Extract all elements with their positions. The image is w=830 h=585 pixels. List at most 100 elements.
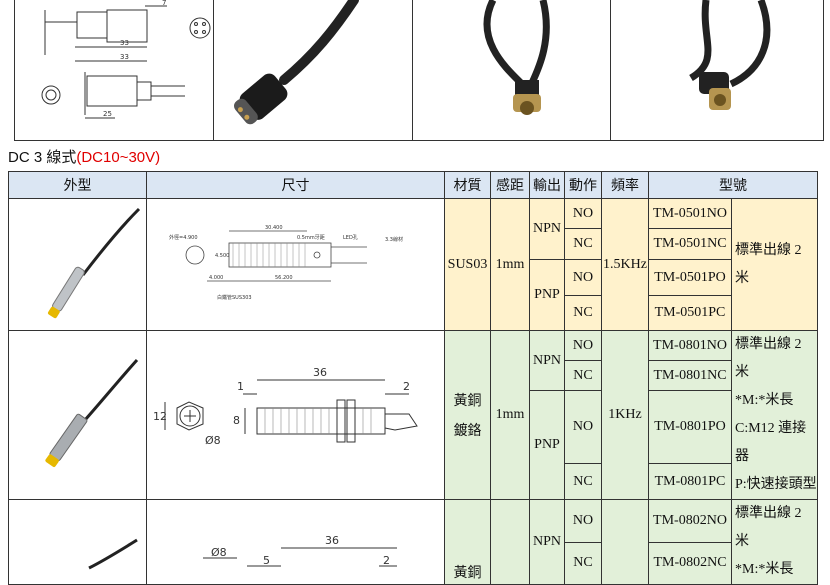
- dim-label: 7: [162, 0, 166, 7]
- model-cell: TM-0802NO: [648, 499, 732, 543]
- action-cell: NO: [564, 259, 602, 296]
- distance-cell: 1mm: [490, 330, 530, 500]
- action-cell: NO: [564, 330, 602, 361]
- dim-label: 33: [120, 53, 129, 61]
- output-cell: NPN: [529, 198, 565, 260]
- output-cell: PNP: [529, 259, 565, 331]
- dim-label: 4.000: [209, 275, 223, 281]
- note-line: C:M12 連接器: [735, 421, 807, 464]
- model-cell: TM-0801NC: [648, 360, 732, 391]
- dim-label: 33: [120, 39, 129, 47]
- connector-drawing-cell: 7 33 33 25: [15, 0, 214, 140]
- header-output: 輸出: [529, 171, 565, 199]
- note-line: P:快速接頭型: [735, 477, 817, 492]
- note-cell: 標準出線 2 米: [731, 198, 818, 331]
- action-cell: NO: [564, 499, 602, 543]
- action-cell: NO: [564, 198, 602, 229]
- header-material: 材質: [444, 171, 491, 199]
- table-row: Ø8 36 5 2 黃銅 NPN NO TM-0802NO 標準出線 2 米 *…: [8, 499, 818, 585]
- sensor-photo: [8, 499, 147, 585]
- output-cell: NPN: [529, 330, 565, 391]
- frequency-cell: 1KHz: [601, 330, 649, 500]
- note-line: 標準出線 2 米: [735, 242, 802, 286]
- dim-label: 5: [263, 554, 270, 567]
- dim-label: 12: [153, 410, 167, 423]
- dim-label: 2: [383, 554, 390, 567]
- action-cell: NO: [564, 390, 602, 464]
- material-cell: 黃銅: [444, 499, 491, 585]
- material-cell: SUS03: [444, 198, 491, 331]
- note-line: *M:*米長: [735, 562, 794, 577]
- dim-label: 2: [403, 380, 410, 393]
- sensor-photo: [8, 198, 147, 331]
- header-action: 動作: [564, 171, 602, 199]
- header-appearance: 外型: [8, 171, 147, 199]
- table-row: PNP NO TM-0501PO: [9, 259, 818, 331]
- model-cell: TM-0801NO: [648, 330, 732, 361]
- female-connector-photo: [413, 0, 612, 140]
- note-line: 標準出線 2 米: [735, 337, 802, 380]
- dim-label: 白鐵管SUS303: [217, 294, 252, 301]
- dimension-drawing: Ø8 36 5 2: [146, 499, 445, 585]
- model-cell: TM-0801PC: [648, 463, 732, 500]
- connector-dimension-drawing: 7 33 33 25: [41, 0, 211, 119]
- dim-label: 36: [313, 366, 327, 379]
- dim-label: 3.3線材: [385, 236, 403, 243]
- male-connector-photo: [214, 0, 413, 140]
- frequency-cell: [601, 499, 649, 585]
- action-cell: NC: [564, 295, 602, 331]
- top-image-strip: 7 33 33 25: [14, 0, 824, 141]
- note-cell: 標準出線 2 米 *M:*米長 C:M12 連接器 P:快速接頭型: [731, 330, 818, 500]
- distance-cell: 1mm: [490, 198, 530, 331]
- material-line: 黃銅: [453, 566, 482, 581]
- table-header-row: 外型 尺寸 材質 感距 輸出 動作 頻率 型號: [8, 171, 818, 199]
- note-cell: 標準出線 2 米 *M:*米長: [731, 499, 818, 585]
- table-row: NC TM-0801PC: [9, 463, 818, 500]
- model-cell: TM-0501PC: [648, 295, 732, 331]
- action-cell: NC: [564, 541, 602, 585]
- angled-connector-photo: [611, 0, 823, 140]
- material-line: 黃銅: [453, 394, 482, 409]
- dim-label: 外徑=4.900: [169, 234, 198, 241]
- frequency-cell: 1.5KHz: [601, 198, 649, 331]
- dim-label: LED孔: [343, 234, 358, 241]
- model-cell: TM-0501NC: [648, 228, 732, 260]
- dim-label: 25: [103, 110, 112, 118]
- section-voltage: (DC10~30V): [76, 149, 161, 166]
- action-cell: NC: [564, 228, 602, 260]
- dim-label: 4.500: [215, 253, 229, 259]
- dim-label: 30.400: [265, 225, 283, 231]
- output-cell: PNP: [529, 390, 565, 500]
- model-cell: TM-0501NO: [648, 198, 732, 229]
- sensor-photo: [8, 330, 147, 500]
- table-row: PNP NO TM-0801PO: [9, 390, 818, 500]
- dim-label: 56.200: [275, 275, 293, 281]
- model-cell: TM-0802NC: [648, 541, 732, 585]
- spec-table: 外型 尺寸 材質 感距 輸出 動作 頻率 型號: [8, 171, 818, 585]
- dim-label: 1: [237, 380, 244, 393]
- header-frequency: 頻率: [601, 171, 649, 199]
- dimension-drawing: 36 1 2 12 8 Ø8: [146, 330, 445, 500]
- note-line: *M:*米長: [735, 393, 794, 408]
- note-line: 標準出線 2 米: [735, 506, 802, 549]
- table-row: NC TM-0801NC: [9, 360, 818, 391]
- header-model: 型號: [648, 171, 818, 199]
- section-title: DC 3 線式(DC10~30V): [8, 146, 160, 167]
- dim-label: 8: [233, 414, 240, 427]
- table-row: 外徑=4.900 4.500 30.400 0.5mm牙距 LED孔 3.3線材…: [8, 198, 818, 331]
- model-cell: TM-0501PO: [648, 259, 732, 296]
- distance-cell: [490, 499, 530, 585]
- model-cell: TM-0801PO: [648, 390, 732, 464]
- material-line: 鍍鉻: [453, 424, 482, 439]
- dim-label: 0.5mm牙距: [297, 235, 325, 241]
- material-cell: 黃銅 鍍鉻: [444, 330, 491, 500]
- table-row: 36 1 2 12 8 Ø8 黃銅 鍍鉻 1mm NPN NO 1KHz TM-…: [8, 330, 818, 500]
- section-title-text: DC 3 線式: [8, 149, 77, 166]
- dimension-drawing: 外徑=4.900 4.500 30.400 0.5mm牙距 LED孔 3.3線材…: [146, 198, 445, 331]
- header-distance: 感距: [490, 171, 530, 199]
- action-cell: NC: [564, 463, 602, 500]
- table-row: NC TM-0501PC: [9, 295, 818, 331]
- dim-label: Ø8: [211, 546, 227, 559]
- output-cell: NPN: [529, 499, 565, 585]
- action-cell: NC: [564, 360, 602, 391]
